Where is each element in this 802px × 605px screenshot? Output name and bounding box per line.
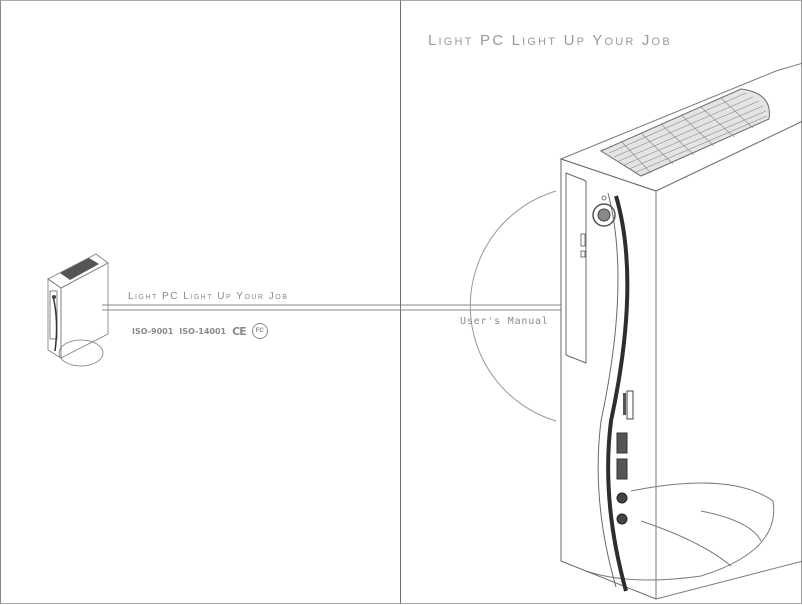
decorative-arc [469,190,557,422]
small-pc-vent [60,258,99,280]
large-pc-illustration [401,62,802,600]
iso-14001-label: ISO-14001 [179,326,227,336]
iso-9001-label: ISO-9001 [132,326,174,336]
certification-row: ISO-9001 ISO-14001 CE FC [132,323,268,339]
pc-side-face [655,120,802,600]
right-page: Light PC Light Up Your Job User's Manual [400,0,802,604]
mic-jack-icon [616,513,628,525]
small-pc-outline [47,253,109,367]
users-manual-title: User's Manual [460,316,549,327]
slogan-large: Light PC Light Up Your Job [428,32,672,49]
small-pc-illustration [47,253,401,367]
fc-mark-icon: FC [251,323,268,339]
power-led-icon [601,195,607,201]
front-curve-accent [606,195,630,592]
hdd-led-icon [580,250,586,258]
usb-port-icon [616,432,628,454]
reset-button-icon [580,233,586,247]
usb-port-2-icon [616,458,628,480]
optical-drive-bay [565,172,587,364]
slogan-small: Light PC Light Up Your Job [128,291,289,302]
small-pc-power [52,295,56,299]
left-page: Light PC Light Up Your Job ISO-9001 ISO-… [0,0,401,604]
pc-vent-grille [599,88,770,177]
audio-jack-icon [616,492,628,504]
pc-stand [585,482,775,581]
ce-mark-icon: CE [232,324,247,338]
small-pc-drive [49,290,58,340]
card-reader-slot-icon [626,390,634,420]
small-pc-curve [52,295,58,352]
power-button-icon [592,203,616,227]
